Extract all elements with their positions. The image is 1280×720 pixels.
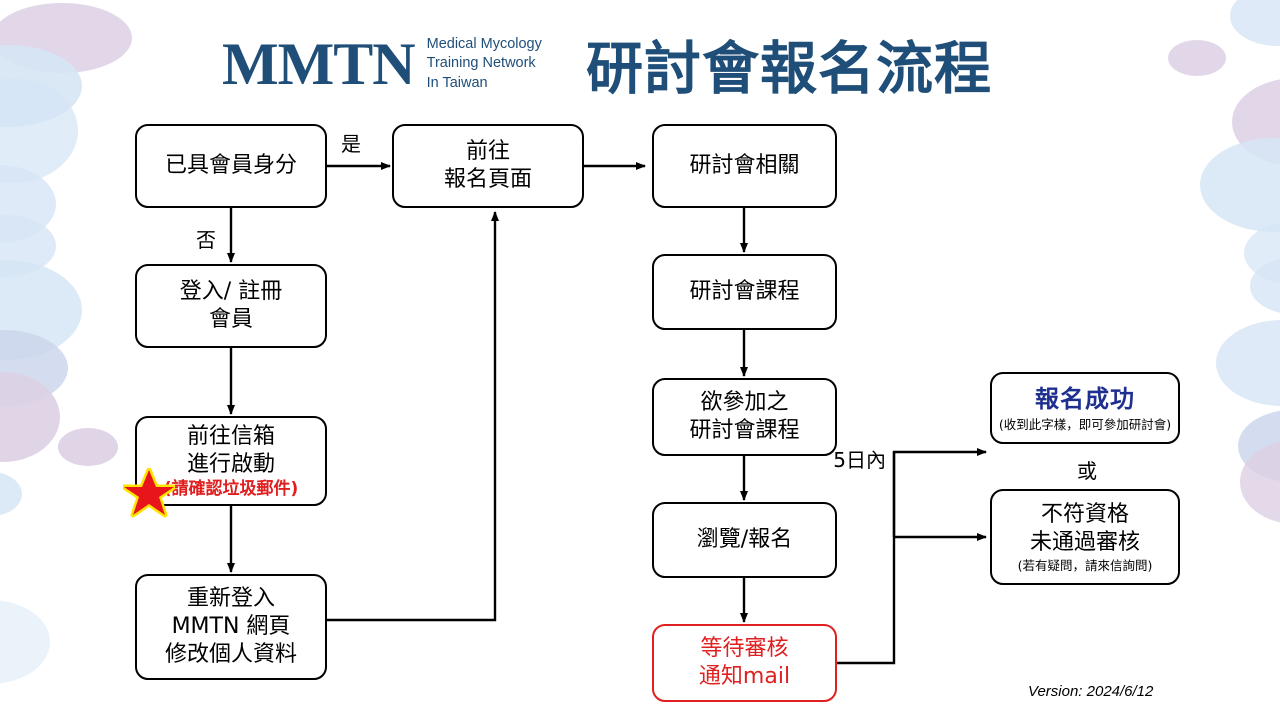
box-rejected-note: (若有疑問，請來信詢問) <box>1017 558 1153 574</box>
bg-ellipse <box>0 600 50 684</box>
box-desired-course[interactable]: 欲參加之 研討會課程 <box>652 378 837 456</box>
box-desired-course-line-2: 研討會課程 <box>689 418 800 443</box>
box-await-review-line-2: 通知mail <box>698 664 791 689</box>
label-yes: 是 <box>341 132 361 156</box>
box-login-register[interactable]: 登入/ 註冊 會員 <box>135 264 327 348</box>
box-seminar-related[interactable]: 研討會相關 <box>652 124 837 208</box>
logo-tagline-line-2: Training Network <box>426 55 536 72</box>
logo-wordmark: MMTN <box>222 31 416 97</box>
bg-ellipse <box>1238 410 1280 482</box>
mmtn-logo: MMTN Medical Mycology Training Network I… <box>222 28 572 100</box>
label-or: 或 <box>1077 459 1097 483</box>
bg-ellipse <box>0 78 78 183</box>
bg-ellipse <box>1240 440 1280 524</box>
box-await-review-line-1: 等待審核 <box>700 636 789 662</box>
star-icon <box>123 468 175 518</box>
version-label: Version: 2024/6/12 <box>1028 683 1154 700</box>
box-success[interactable]: 報名成功 (收到此字樣，即可參加研討會) <box>990 372 1180 444</box>
box-desired-course-line-1: 欲參加之 <box>700 390 789 416</box>
wire-await-split-upper <box>836 448 987 665</box>
box-member-check-line-1: 已具會員身分 <box>164 153 297 179</box>
box-seminar-related-line-1: 研討會相關 <box>689 153 800 179</box>
box-success-line-1: 報名成功 <box>1035 385 1135 414</box>
box-rejected-line-2: 未通過審核 <box>1029 529 1140 555</box>
box-relogin-profile[interactable]: 重新登入 MMTN 網頁 修改個人資料 <box>135 574 327 680</box>
bg-ellipse <box>1230 0 1280 46</box>
bg-ellipse <box>0 372 60 462</box>
box-browse-signup-line-1: 瀏覽/報名 <box>696 527 793 553</box>
bg-ellipse <box>0 260 82 360</box>
bg-ellipse <box>0 165 56 243</box>
box-activate-mail-note: (請確認垃圾郵件) <box>163 478 299 499</box>
logo-tagline-line-3: In Taiwan <box>426 74 488 91</box>
box-relogin-profile-line-3: 修改個人資料 <box>164 641 297 667</box>
logo-tagline-line-1: Medical Mycology <box>426 36 542 53</box>
bg-ellipse <box>1200 138 1280 232</box>
bg-ellipse <box>1244 222 1280 284</box>
box-seminar-course-line-1: 研討會課程 <box>689 279 800 305</box>
bg-ellipse <box>0 3 132 73</box>
box-seminar-course[interactable]: 研討會課程 <box>652 254 837 330</box>
box-rejected-line-1: 不符資格 <box>1040 501 1129 527</box>
page-title: 研討會報名流程 <box>586 36 992 102</box>
bg-ellipse <box>1168 40 1226 76</box>
box-rejected[interactable]: 不符資格 未通過審核 (若有疑問，請來信詢問) <box>990 489 1180 585</box>
bg-ellipse <box>1232 78 1280 166</box>
box-go-signup-page[interactable]: 前往 報名頁面 <box>392 124 584 208</box>
box-relogin-profile-line-2: MMTN 網頁 <box>171 614 291 640</box>
bg-ellipse <box>0 330 68 406</box>
bg-ellipse <box>0 472 22 516</box>
box-activate-mail-line-1: 前往信箱 <box>186 424 275 450</box>
bg-ellipse <box>58 428 118 466</box>
box-member-check[interactable]: 已具會員身分 <box>135 124 327 208</box>
box-go-signup-page-line-2: 報名頁面 <box>443 167 532 192</box>
bg-ellipse <box>0 215 56 277</box>
bg-ellipse <box>1216 320 1280 406</box>
box-relogin-profile-line-1: 重新登入 <box>186 586 275 612</box>
box-login-register-line-2: 會員 <box>208 307 253 332</box>
wire-relogin-feedback <box>327 211 499 622</box>
box-go-signup-page-line-1: 前往 <box>465 139 510 165</box>
bg-ellipse <box>0 45 82 127</box>
logo-tagline: Medical Mycology Training Network In Tai… <box>427 35 542 93</box>
box-await-review[interactable]: 等待審核 通知mail <box>652 624 837 702</box>
label-within-5-days: 5日內 <box>833 448 886 472</box>
box-login-register-line-1: 登入/ 註冊 <box>179 279 283 305</box>
box-activate-mail-line-2: 進行啟動 <box>186 452 275 478</box>
bg-ellipse <box>1250 258 1280 314</box>
box-browse-signup[interactable]: 瀏覽/報名 <box>652 502 837 578</box>
label-no: 否 <box>196 228 216 252</box>
box-success-note: (收到此字樣，即可參加研討會) <box>998 416 1172 432</box>
